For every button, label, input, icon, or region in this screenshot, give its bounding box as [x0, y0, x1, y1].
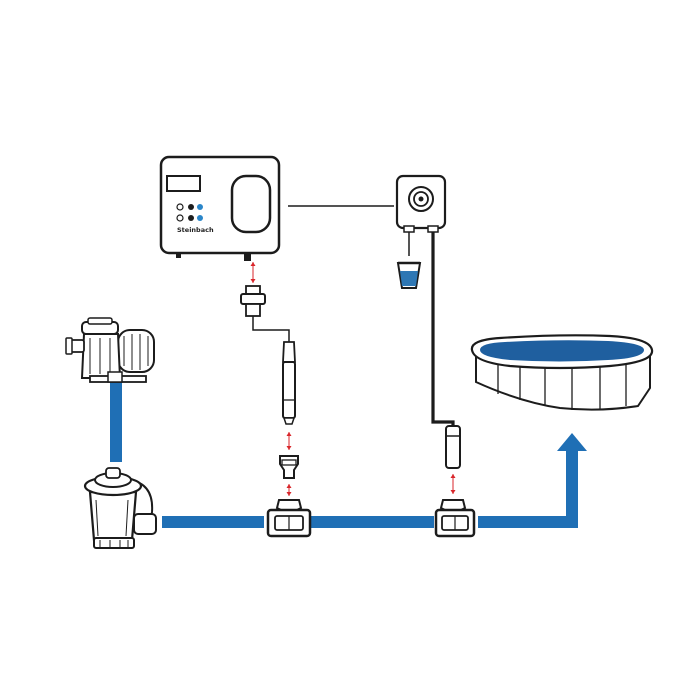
button-icon [188, 215, 194, 221]
connector-arrow-icon [286, 484, 292, 496]
injection-tube [431, 232, 455, 426]
pipe-arrow-head-icon [557, 433, 587, 451]
led-icon [197, 215, 203, 221]
brand-label: Steinbach [177, 226, 214, 234]
pool-water [480, 340, 644, 362]
injector-icon [445, 425, 461, 469]
display-screen [166, 175, 201, 192]
button-icon [188, 204, 194, 210]
probe-cable [240, 262, 290, 342]
led-icon [176, 203, 184, 211]
pipe-saddle-2-to-pool [478, 516, 578, 528]
control-unit: Steinbach [159, 155, 281, 261]
pool-pump-icon [65, 317, 155, 383]
connector-arrow-icon [450, 474, 456, 494]
button-icon [176, 214, 184, 222]
pipe-saddle-clamp-1 [266, 499, 312, 538]
probe-icon [282, 341, 296, 425]
dosing-pump [395, 174, 447, 256]
chemical-cup-icon [396, 261, 422, 289]
connector-arrow-icon [286, 432, 292, 450]
led-icon [197, 204, 203, 210]
above-ground-pool-icon [470, 334, 654, 411]
pipe-saddle-clamp-2 [434, 499, 476, 538]
pipe-riser-to-pool [566, 450, 578, 528]
probe-holder-icon [279, 455, 299, 479]
water-pipes [110, 382, 587, 528]
pipe-filter-to-saddle-1 [162, 516, 264, 528]
sand-filter-icon [83, 467, 157, 549]
pipe-pump-to-filter [110, 382, 122, 462]
pipe-saddle-1-to-saddle-2 [306, 516, 434, 528]
